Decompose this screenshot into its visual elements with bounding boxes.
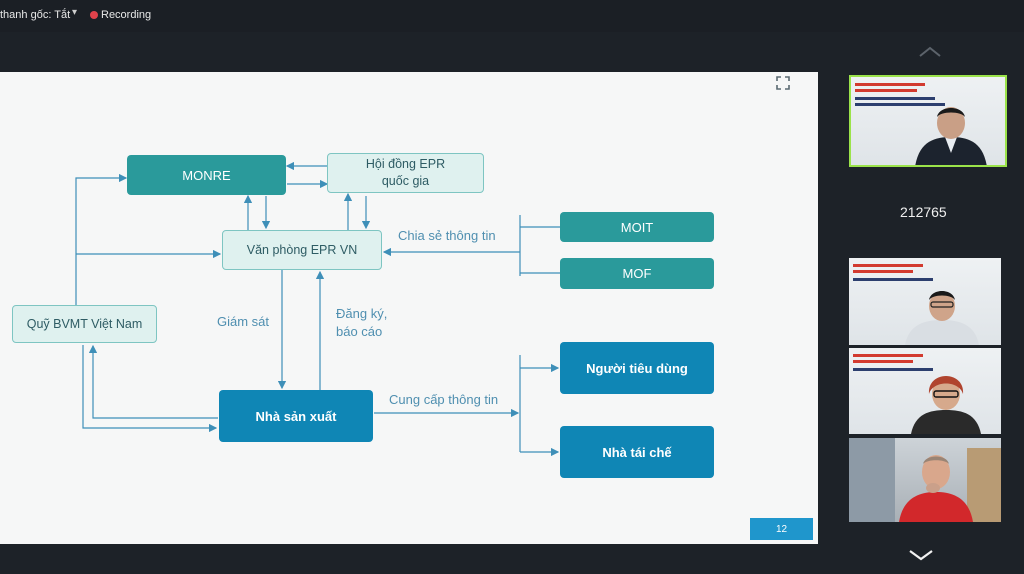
participant-tile-speaker[interactable] (849, 75, 1007, 167)
meeting-top-bar: thanh gốc: Tắt ▾ Recording (0, 0, 1024, 32)
node-nha-tai-che-label: Nhà tái chế (602, 444, 672, 460)
label-cung-cap-thong-tin: Cung cấp thông tin (389, 392, 499, 407)
slide-page-number: 12 (750, 518, 813, 540)
label-dang-ky-line1: Đăng ký, (336, 306, 388, 321)
slide-thumb-subtitle (853, 368, 933, 371)
node-nha-tai-che: Nhà tái chế (560, 426, 714, 478)
participant-count: 212765 (900, 204, 947, 220)
node-monre: MONRE (127, 155, 286, 195)
room-background (849, 438, 895, 522)
node-mof-label: MOF (622, 266, 652, 281)
node-quy-bvmt: Quỹ BVMT Việt Nam (12, 305, 157, 343)
scroll-up-icon[interactable] (918, 46, 942, 58)
slide-thumb-title (853, 264, 923, 267)
room-shelf (967, 448, 1001, 522)
slide-page-number-text: 12 (775, 523, 788, 535)
participant-avatar (911, 376, 981, 434)
node-monre-label: MONRE (182, 167, 231, 183)
original-audio-toggle[interactable]: thanh gốc: Tắt (0, 9, 71, 21)
node-van-phong-label: Văn phòng EPR VN (246, 243, 358, 257)
label-dang-ky-line2: báo cáo (336, 324, 383, 339)
node-hoi-dong-line2: quốc gia (381, 174, 430, 188)
node-quy-bvmt-label: Quỹ BVMT Việt Nam (26, 317, 143, 331)
slide-thumb-subtitle (855, 97, 935, 100)
participant-tile-4[interactable] (849, 438, 1001, 522)
label-chia-se-thong-tin: Chia sẻ thông tin (398, 228, 496, 243)
slide-thumb-title (853, 360, 913, 363)
node-van-phong-epr: Văn phòng EPR VN (222, 230, 382, 270)
participant-tile-2[interactable] (849, 258, 1001, 345)
node-nha-san-xuat: Nhà sản xuất (219, 390, 373, 442)
slide-thumb-subtitle (853, 278, 933, 281)
expand-icon[interactable] (776, 76, 790, 90)
slide-thumb-title (853, 354, 923, 357)
speaker-avatar (915, 107, 987, 165)
slide-thumb-title (855, 89, 917, 92)
node-moit-label: MOIT (620, 219, 654, 235)
slide-thumb-title (853, 270, 913, 273)
participant-tile-3[interactable] (849, 348, 1001, 434)
node-mof: MOF (560, 258, 714, 289)
slide-thumb-subtitle (855, 103, 945, 106)
slide-thumb-title (855, 83, 925, 86)
chevron-down-icon[interactable]: ▾ (72, 7, 78, 18)
participant-avatar (905, 291, 979, 345)
node-nguoi-tieu-dung-label: Người tiêu dùng (586, 360, 688, 376)
node-moit: MOIT (560, 212, 714, 242)
node-nha-san-xuat-label: Nhà sản xuất (255, 408, 337, 424)
participant-avatar (899, 455, 973, 522)
node-nguoi-tieu-dung: Người tiêu dùng (560, 342, 714, 394)
scroll-down-icon[interactable] (908, 548, 934, 562)
recording-icon (90, 11, 98, 19)
node-hoi-dong-line1: Hội đồng EPR (365, 157, 446, 171)
recording-indicator[interactable]: Recording (101, 9, 152, 21)
node-hoi-dong-epr: Hội đồng EPR quốc gia (327, 153, 484, 193)
label-giam-sat: Giám sát (217, 314, 270, 329)
